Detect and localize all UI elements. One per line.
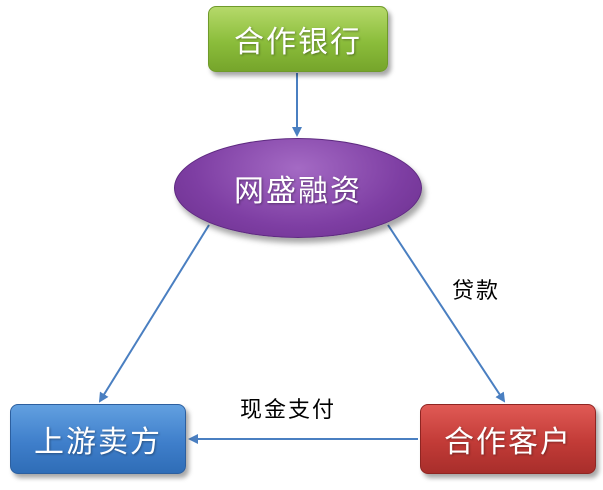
node-wangsheng-finance-label: 网盛融资 (234, 174, 362, 209)
node-wangsheng-finance: 网盛融资 (174, 138, 422, 238)
edge-label-cash-payment: 现金支付 (240, 398, 337, 423)
edge-label-loan: 贷款 (452, 279, 501, 304)
node-partner-bank: 合作银行 (208, 6, 388, 72)
edge-finance-to-client (387, 224, 506, 403)
node-upstream-seller: 上游卖方 (10, 404, 186, 474)
edge-finance-to-seller (98, 224, 210, 403)
node-partner-client: 合作客户 (420, 404, 596, 474)
node-upstream-seller-label: 上游卖方 (34, 425, 162, 460)
node-partner-client-label: 合作客户 (444, 425, 572, 460)
node-partner-bank-label: 合作银行 (234, 25, 362, 60)
